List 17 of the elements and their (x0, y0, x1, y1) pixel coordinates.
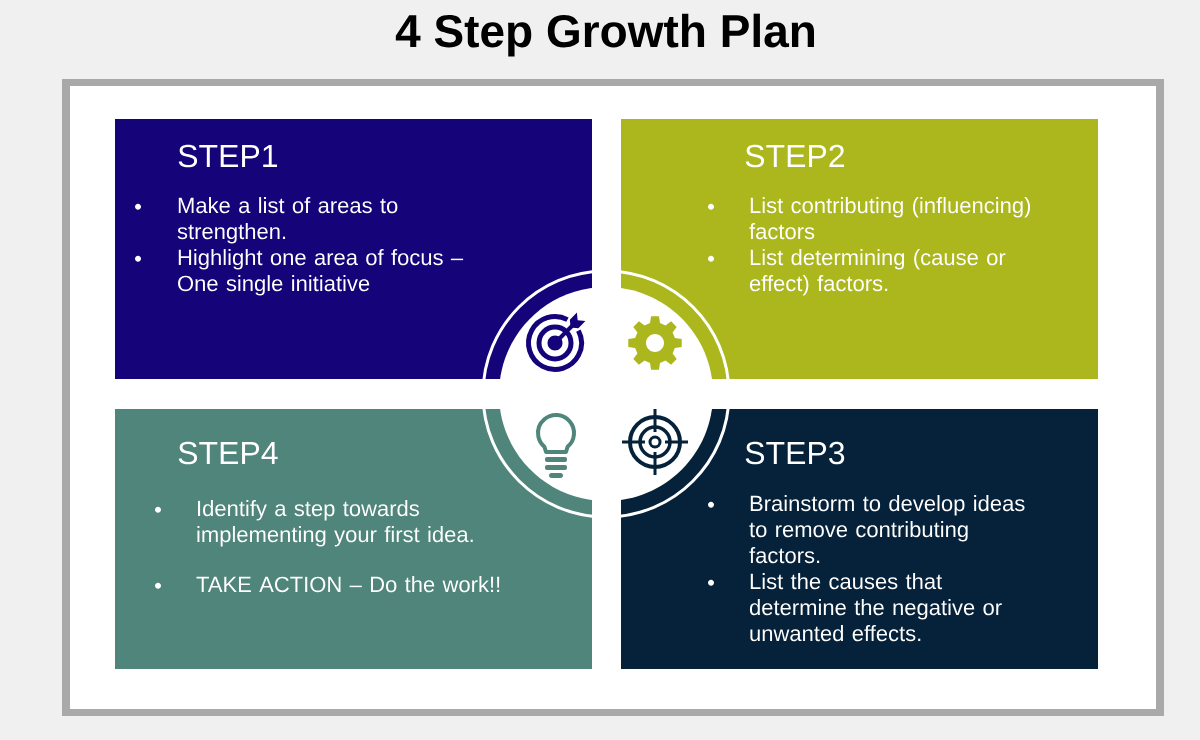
bullet-text: Make a list of areas to strengthen. (177, 197, 398, 244)
step-heading: STEP1 (178, 144, 277, 168)
step-panel (621, 409, 1098, 669)
bullet-text: Identify a step towards implementing your first idea. (197, 500, 473, 547)
title: 4 Step Growth Plan (395, 13, 814, 57)
bullet-text: Brainstorm to develop ideas to remove contributing factors. (749, 495, 1025, 564)
step-heading: STEP4 (178, 441, 278, 465)
bullet-text: Highlight one area of focus – One single initiative (178, 249, 464, 296)
step-heading: STEP2 (745, 144, 844, 168)
bullet-text: List the causes that determine the negative or unwanted effects. (749, 573, 1002, 642)
step-panel (621, 119, 1098, 379)
bullet-text: TAKE ACTION – Do the work!! (196, 576, 500, 593)
step-heading: STEP3 (745, 441, 845, 465)
bullet-text: List determining (cause or effect) factors. (749, 249, 1006, 296)
step-panel (115, 119, 592, 379)
step-panel (115, 409, 592, 669)
bullet-text: List contributing (influencing) factors (749, 197, 1031, 240)
